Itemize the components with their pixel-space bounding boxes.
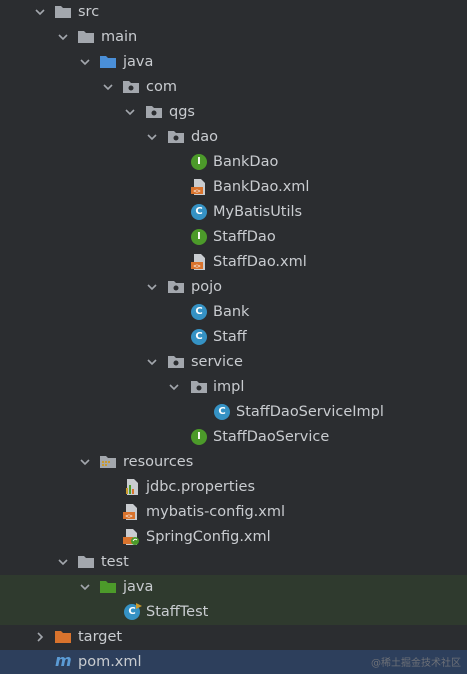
tree-label: main [101,29,138,45]
package-icon [168,131,184,143]
tree-row-staffdaoservice[interactable]: I StaffDaoService [0,425,467,450]
tree-row-staffdao[interactable]: I StaffDao [0,225,467,250]
tree-row-com[interactable]: com [0,75,467,100]
tree-label: StaffTest [146,604,209,620]
tree-label: BankDao [213,154,279,170]
watermark: @稀土掘金技术社区 [371,658,461,669]
svg-text:<>: <> [193,188,201,195]
tree-row-staffdaoserviceimpl[interactable]: C StaffDaoServiceImpl [0,400,467,425]
tree-row-bankdao[interactable]: I BankDao [0,150,467,175]
xml-file-icon: <> [191,179,205,195]
tree-label: StaffDaoService [213,429,330,445]
chevron-down-icon[interactable] [167,380,181,394]
tree-label: resources [123,454,194,470]
package-icon [168,281,184,293]
resources-folder-icon [100,456,116,468]
tree-label: mybatis-config.xml [146,504,286,520]
tree-label: pojo [191,279,222,295]
tree-row-qgs[interactable]: qgs [0,100,467,125]
chevron-down-icon[interactable] [145,280,159,294]
tree-row-bank[interactable]: C Bank [0,300,467,325]
tree-row-pojo[interactable]: pojo [0,275,467,300]
tree-label: StaffDao.xml [213,254,307,270]
tree-label: StaffDaoServiceImpl [236,404,384,420]
class-icon: C [214,404,230,420]
chevron-down-icon[interactable] [145,130,159,144]
excluded-folder-icon [55,631,71,643]
chevron-down-icon[interactable] [78,55,92,69]
tree-row-staff[interactable]: C Staff [0,325,467,350]
package-icon [146,106,162,118]
tree-row-test[interactable]: test [0,550,467,575]
tree-row-mybatis-config[interactable]: <> mybatis-config.xml [0,500,467,525]
tree-row-service[interactable]: service [0,350,467,375]
tree-row-mybatisutils[interactable]: C MyBatisUtils [0,200,467,225]
tree-label: target [78,629,123,645]
tree-label: service [191,354,243,370]
package-icon [168,356,184,368]
tree-label: dao [191,129,218,145]
chevron-down-icon[interactable] [56,555,70,569]
tree-row-java[interactable]: java [0,50,467,75]
tree-row-resources[interactable]: resources [0,450,467,475]
tree-label: StaffDao [213,229,276,245]
tree-label: java [123,579,154,595]
chevron-down-icon[interactable] [145,355,159,369]
tree-label: SpringConfig.xml [146,529,271,545]
tree-label: jdbc.properties [146,479,256,495]
tree-label: com [146,79,177,95]
tree-label: test [101,554,129,570]
chevron-down-icon[interactable] [78,455,92,469]
class-icon: C [191,304,207,320]
tree-label: src [78,4,100,20]
folder-icon [78,556,94,568]
tree-label: Bank [213,304,250,320]
package-icon [123,81,139,93]
interface-icon: I [191,154,207,170]
svg-text:<>: <> [193,263,201,270]
source-folder-icon [100,56,116,68]
chevron-down-icon[interactable] [101,80,115,94]
package-icon [191,381,207,393]
maven-icon: m [55,651,72,670]
tree-label: qgs [169,104,195,120]
tree-label: java [123,54,154,70]
tree-row-target[interactable]: target [0,625,467,650]
tree-row-springconfig[interactable]: SpringConfig.xml [0,525,467,550]
chevron-down-icon[interactable] [33,5,47,19]
properties-file-icon [126,479,138,495]
tree-row-pom[interactable]: m pom.xml @稀土掘金技术社区 [0,650,467,674]
tree-row-src[interactable]: src [0,0,467,25]
svg-text:<>: <> [125,513,133,520]
folder-icon [55,6,71,18]
folder-icon [78,31,94,43]
tree-label: Staff [213,329,247,345]
tree-label: impl [213,379,245,395]
interface-icon: I [191,229,207,245]
xml-file-icon: <> [191,254,205,270]
tree-row-test-java[interactable]: java [0,575,467,600]
tree-row-dao[interactable]: dao [0,125,467,150]
xml-file-icon: <> [123,504,137,520]
run-marker-icon [136,603,142,609]
spring-xml-icon [123,529,139,545]
tree-row-main[interactable]: main [0,25,467,50]
tree-row-stafftest[interactable]: C StaffTest [0,600,467,625]
chevron-right-icon[interactable] [33,630,47,644]
test-source-folder-icon [100,581,116,593]
class-icon: C [191,329,207,345]
class-icon: C [191,204,207,220]
tree-row-jdbc-properties[interactable]: jdbc.properties [0,475,467,500]
tree-row-staffdao-xml[interactable]: <> StaffDao.xml [0,250,467,275]
chevron-down-icon[interactable] [123,105,137,119]
tree-row-bankdao-xml[interactable]: <> BankDao.xml [0,175,467,200]
tree-label: BankDao.xml [213,179,310,195]
tree-row-impl[interactable]: impl [0,375,467,400]
tree-label: MyBatisUtils [213,204,303,220]
chevron-down-icon[interactable] [56,30,70,44]
interface-icon: I [191,429,207,445]
tree-label: pom.xml [78,654,142,670]
chevron-down-icon[interactable] [78,580,92,594]
